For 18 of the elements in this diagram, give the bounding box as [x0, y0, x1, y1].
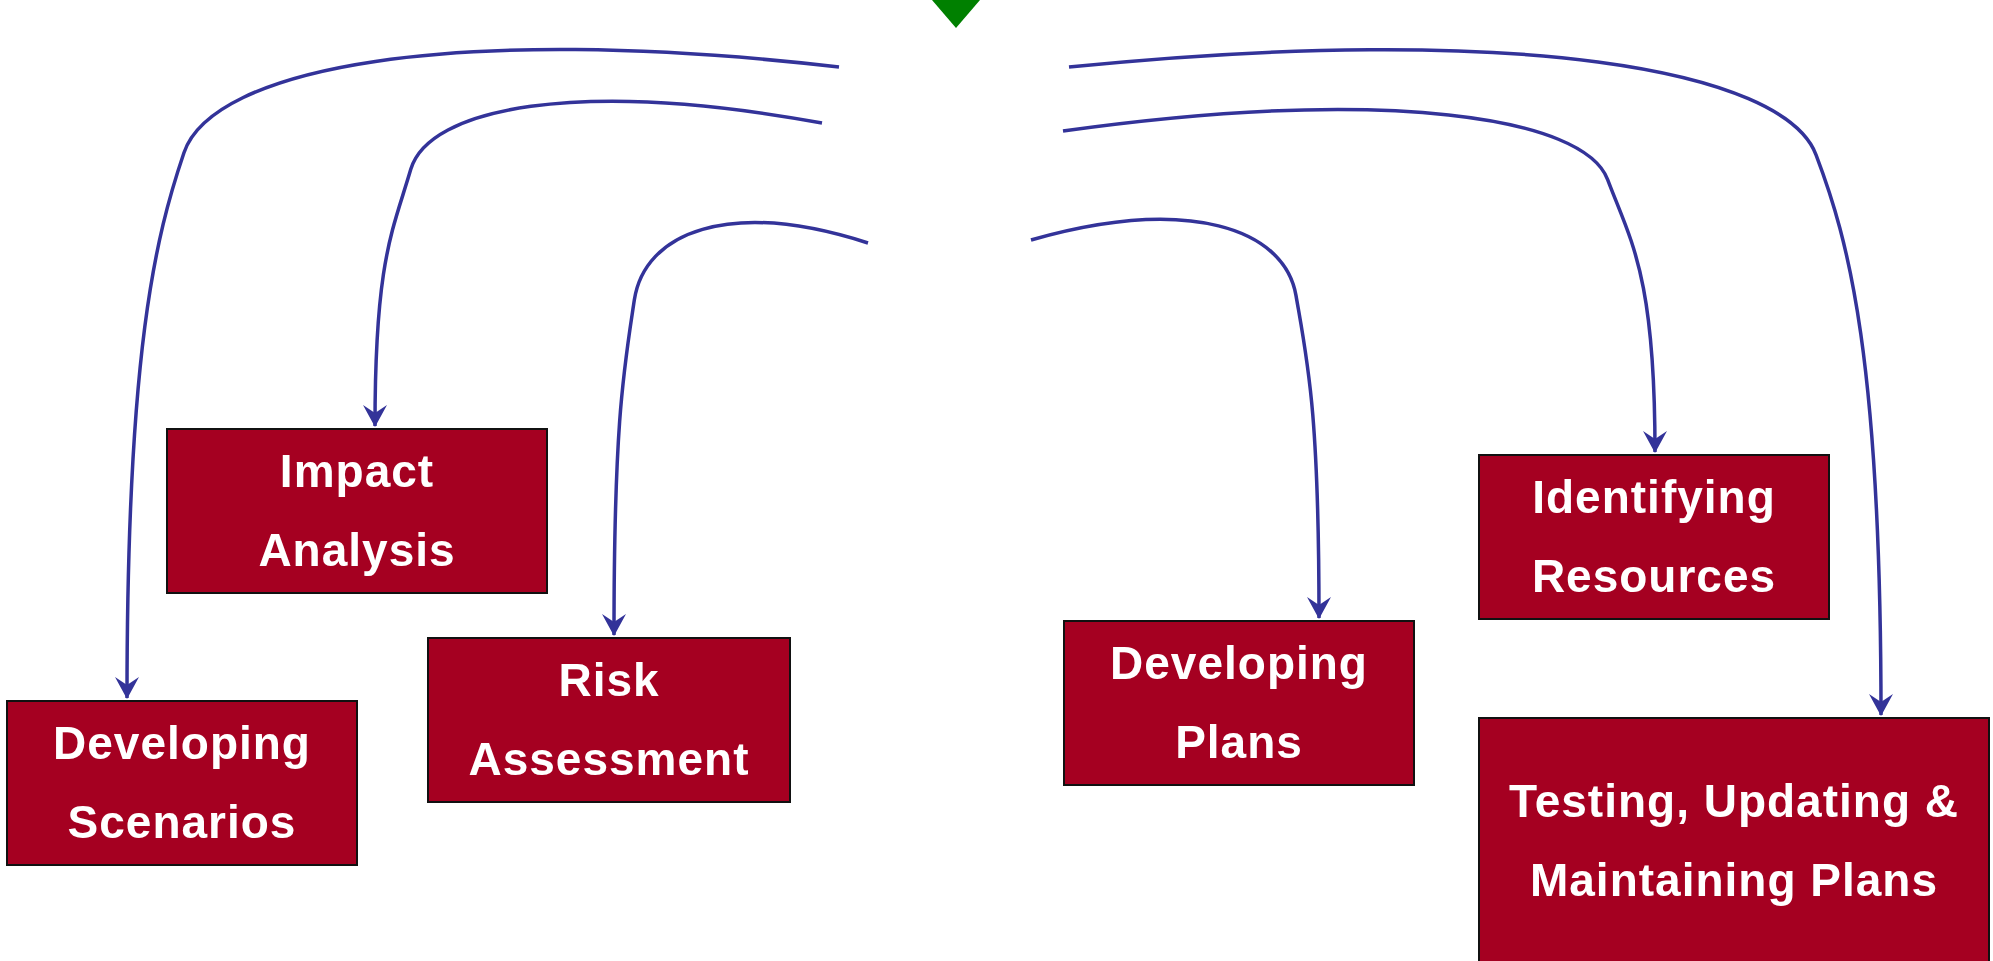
process-box [1478, 717, 1990, 961]
box-label: Risk Assessment [467, 653, 751, 787]
arrow [363, 99, 823, 427]
arrow [602, 221, 869, 636]
process-box [1063, 620, 1415, 786]
process-box [1478, 454, 1830, 620]
process-box [427, 637, 791, 803]
box-label: Identifying Resources [1530, 470, 1778, 604]
box-label: Impact Analysis [257, 444, 457, 578]
arrow [1068, 48, 1893, 716]
box-label: Developing Plans [1109, 636, 1369, 770]
arrow [1030, 217, 1331, 619]
box-label: Testing, Updating & Maintaining Plans [1508, 774, 1960, 908]
process-box [166, 428, 548, 594]
arrow [115, 47, 840, 699]
box-label: Developing Scenarios [52, 716, 312, 850]
arrow [1062, 108, 1667, 453]
process-box [6, 700, 358, 866]
